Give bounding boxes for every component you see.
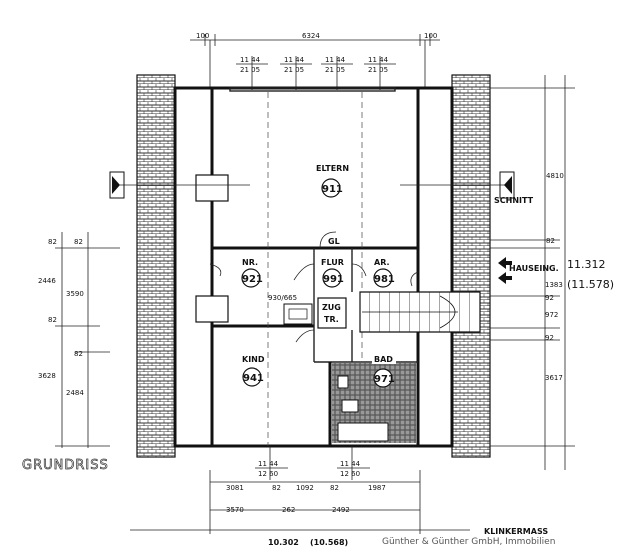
staircase <box>359 291 481 333</box>
top-window-dims: 11 44 21 05 11 44 21 05 11 44 21 05 11 4… <box>236 56 396 90</box>
schnitt-label: SCHNITT <box>494 196 534 205</box>
left-dimension-chain: 82 82 2446 3590 82 82 3628 2484 <box>38 232 120 448</box>
svg-text:991: 991 <box>323 274 344 285</box>
dim-bottom-2492: 2492 <box>332 506 350 514</box>
dim-right-972: 972 <box>545 311 558 319</box>
svg-text:12 60: 12 60 <box>340 470 360 478</box>
room-bad: BAD 971 <box>372 354 396 388</box>
dim-bottom-82b: 82 <box>330 484 339 492</box>
dim-top-right-end: 100 <box>424 32 437 40</box>
dim-top-left-end: 100 <box>196 32 209 40</box>
window-dim-4: 11 44 21 05 <box>364 56 396 90</box>
tr-label: TR. <box>324 315 339 324</box>
dim-bottom-1092: 1092 <box>296 484 314 492</box>
dim-left-82a: 82 <box>48 238 57 246</box>
svg-text:12 60: 12 60 <box>258 470 278 478</box>
window-dim-2: 11 44 21 05 <box>280 56 312 90</box>
dim-right-92b: 92 <box>545 334 554 342</box>
dim-bottom-total-alt: (10.568) <box>310 538 348 547</box>
svg-text:11 44: 11 44 <box>325 56 346 64</box>
section-marker-left <box>109 171 250 199</box>
svg-text:11 44: 11 44 <box>340 460 361 468</box>
room-nr: NR. 921 <box>241 258 263 288</box>
dim-right-4810: 4810 <box>546 172 564 180</box>
dim-left-3590: 3590 <box>66 290 84 298</box>
left-window-upper <box>195 174 229 202</box>
top-dimension-chain: 100 6324 100 <box>190 32 440 88</box>
entrance-arrow <box>498 257 512 284</box>
dim-bottom-3081: 3081 <box>226 484 244 492</box>
svg-text:911: 911 <box>322 184 343 195</box>
dim-left-3628: 3628 <box>38 372 56 380</box>
dim-right-3617: 3617 <box>545 374 563 382</box>
window-dim-3: 11 44 21 05 <box>321 56 353 90</box>
walls <box>173 86 454 448</box>
dim-left-82b: 82 <box>74 238 83 246</box>
svg-text:11 44: 11 44 <box>368 56 389 64</box>
bottom-dimension-chain: 11 44 12 60 11 44 12 60 3081 82 1092 82 … <box>130 446 470 547</box>
svg-text:AR.: AR. <box>374 258 390 267</box>
svg-text:BAD: BAD <box>374 355 393 364</box>
doors <box>209 231 419 343</box>
svg-text:KIND: KIND <box>242 355 265 364</box>
bottom-window-dim-1: 11 44 12 60 <box>255 446 288 480</box>
door-size-label: 930/665 <box>268 294 297 302</box>
cabinet <box>283 303 313 325</box>
dim-bottom-262: 262 <box>282 506 295 514</box>
attic-hatch <box>317 297 347 329</box>
svg-text:11 44: 11 44 <box>240 56 261 64</box>
room-eltern: ELTERN 911 <box>316 164 349 198</box>
window-dim-1: 11 44 21 05 <box>236 56 268 90</box>
dim-left-82c: 82 <box>48 316 57 324</box>
room-kind: KIND 941 <box>242 355 265 387</box>
dim-right-92a: 92 <box>545 294 554 302</box>
right-roof-band <box>451 74 491 458</box>
washbasin <box>341 399 359 413</box>
dim-left-82d: 82 <box>74 350 83 358</box>
svg-text:921: 921 <box>242 274 263 285</box>
svg-text:941: 941 <box>243 373 264 384</box>
right-dimension-chain: 4810 82 1383 92 972 92 3617 11.312 (11.5… <box>490 75 614 470</box>
toilet <box>337 375 349 389</box>
dim-bottom-3570: 3570 <box>226 506 244 514</box>
dim-right-82: 82 <box>546 237 555 245</box>
hauseing-label: HAUSEING. <box>509 264 559 273</box>
svg-text:981: 981 <box>374 274 395 285</box>
section-marker-right <box>400 171 515 199</box>
dim-top-overall: 6324 <box>302 32 320 40</box>
svg-text:21 05: 21 05 <box>240 66 260 74</box>
room-ar: AR. 981 <box>373 258 395 288</box>
svg-text:21 05: 21 05 <box>368 66 388 74</box>
dim-bottom-1987: 1987 <box>368 484 386 492</box>
dim-left-2446: 2446 <box>38 277 56 285</box>
dim-right-1383: 1383 <box>545 281 563 289</box>
svg-text:ELTERN: ELTERN <box>316 164 349 173</box>
svg-text:NR.: NR. <box>242 258 258 267</box>
dim-right-total-alt: (11.578) <box>567 278 614 291</box>
dim-right-total: 11.312 <box>567 258 606 271</box>
svg-text:21 05: 21 05 <box>325 66 345 74</box>
svg-text:FLUR: FLUR <box>321 258 344 267</box>
plan-title: GRUNDRISS <box>22 458 109 473</box>
bathtub <box>337 422 389 442</box>
dim-bottom-total: 10.302 <box>268 538 299 547</box>
svg-text:21 05: 21 05 <box>284 66 304 74</box>
room-flur: FLUR 991 <box>321 258 344 288</box>
dim-bottom-82a: 82 <box>272 484 281 492</box>
zug-label: ZUG <box>322 303 341 312</box>
svg-text:11 44: 11 44 <box>258 460 279 468</box>
left-window-lower <box>195 295 229 323</box>
svg-text:971: 971 <box>374 374 395 385</box>
klinkermass-label: KLINKERMASS <box>484 527 548 536</box>
dim-left-2484: 2484 <box>66 389 84 397</box>
svg-text:11 44: 11 44 <box>284 56 305 64</box>
left-roof-band <box>136 74 176 458</box>
bottom-window-dim-2: 11 44 12 60 <box>337 446 370 480</box>
gl-label: GL <box>328 237 340 246</box>
watermark: Günther & Günther GmbH, Immobilien <box>382 537 555 547</box>
